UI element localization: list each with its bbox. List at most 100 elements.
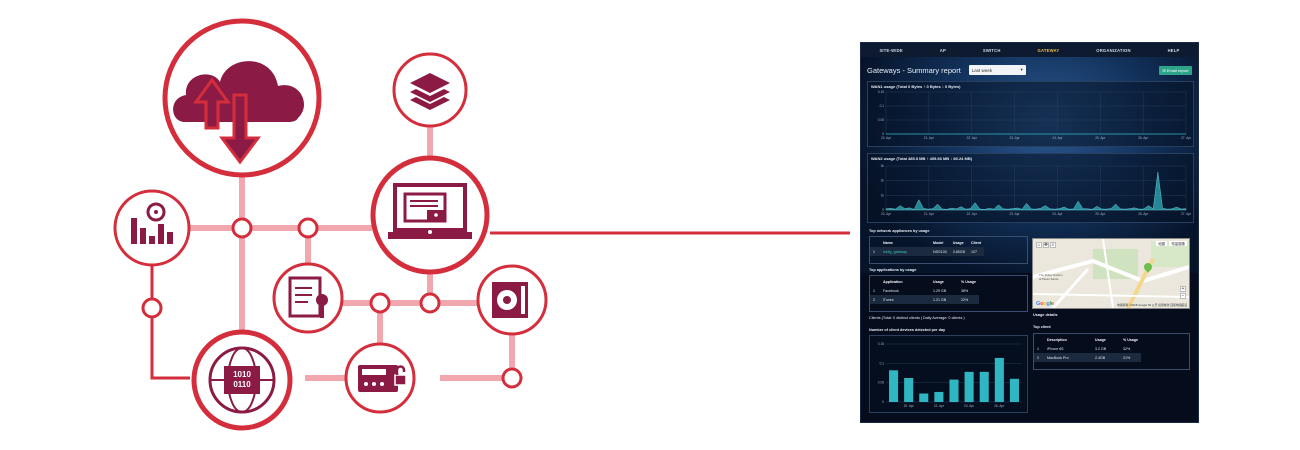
client-count-bar [949, 379, 959, 402]
client-count-bar [964, 371, 974, 402]
y-tick-label: 3k [881, 164, 885, 168]
col-percent: % Usage [961, 279, 976, 284]
nav-organization[interactable]: ORGANIZATION [1096, 47, 1131, 53]
map-type-map[interactable]: 地圖 [1156, 241, 1167, 246]
nav-ap[interactable]: AP [939, 47, 946, 53]
laptop-share-icon [370, 155, 490, 275]
col-usage: Usage [952, 240, 964, 245]
top-nav: SITE-WIDE AP SWITCH GATEWAY ORGANIZATION… [861, 43, 1198, 57]
x-tick-label: 21. Apr [924, 136, 935, 140]
col-description: Description [1047, 337, 1067, 342]
appliance-clients: 107 [967, 247, 984, 256]
map-footer: 地圖資料 ©2018 Google 50 公尺 使用條款 回報地圖錯誤 [1117, 303, 1187, 307]
client-usage: 2.4GB [1092, 353, 1120, 362]
appliance-usage: 3.85GB [949, 247, 968, 256]
client-count-bar [889, 370, 899, 402]
wan2-series-area [885, 171, 1187, 211]
top-client-box [1033, 333, 1190, 370]
x-tick-label: 22. Apr [967, 212, 978, 216]
table-row: 1 lobby_gateway NSG100 3.85GB 107 [870, 247, 984, 256]
globe-binary-icon: 1010 0110 [191, 329, 293, 431]
svg-text:1010: 1010 [233, 370, 251, 379]
top-applications-title: Top applications by usage [869, 268, 917, 272]
radio-lock-icon [344, 342, 416, 414]
row-index: 1 [870, 247, 880, 256]
dashboard-chart-icon [113, 189, 191, 267]
x-tick-label: 25. Apr [1095, 212, 1106, 216]
client-count-bar [979, 371, 989, 402]
row-index: 2 [1034, 353, 1044, 362]
client-usage: 3.2 GB [1095, 346, 1107, 351]
y-tick-label: 0.1 [880, 361, 885, 365]
x-tick-label: 23. Apr [1010, 136, 1021, 140]
client-count-bar [934, 391, 944, 402]
email-report-label: Email report [1166, 68, 1189, 73]
x-tick-label: 26. Apr [1138, 136, 1149, 140]
usage-details-title: Usage details [1033, 313, 1058, 317]
y-tick-label: 0.15 [878, 342, 884, 346]
y-tick-label: 0 [882, 400, 884, 404]
nav-site-wide[interactable]: SITE-WIDE [879, 47, 903, 53]
col-usage: Usage [933, 279, 944, 284]
x-tick-label: 23. Apr [1010, 212, 1021, 216]
zoom-in-icon[interactable]: + [1180, 286, 1186, 292]
col-name: Name [883, 240, 893, 245]
row-index: 1 [873, 288, 875, 293]
map-type-satellite[interactable]: 衛星圖像 [1169, 241, 1187, 246]
appliance-link[interactable]: lobby_gateway [880, 247, 930, 256]
y-tick-label: 0 [882, 208, 884, 212]
svg-text:0110: 0110 [233, 380, 251, 389]
app-percent: 22% [958, 295, 979, 304]
top-appliances-table: Name Model Usage Client 1 lobby_gateway … [870, 238, 984, 256]
x-tick-label: 22. Apr [934, 404, 945, 408]
top-client-title: Top client [1033, 325, 1051, 329]
period-select[interactable]: Last week ▾ [968, 65, 1026, 75]
nav-help[interactable]: HELP [1167, 47, 1180, 53]
clients-summary: Clients (Total: 0 distinct clients | Dai… [869, 316, 965, 320]
client-count-bar [919, 393, 929, 402]
nav-switch[interactable]: SWITCH [982, 47, 1001, 53]
search-icon[interactable]: ⌕ [1050, 242, 1056, 248]
connector-lines-red [150, 231, 850, 380]
y-tick-label: 1k [881, 193, 885, 197]
x-tick-label: 27. Apr [1181, 136, 1192, 140]
top-applications-box [869, 275, 1028, 312]
table-row: 2 MacBook Pro 2.4GB 21% [1034, 353, 1141, 362]
col-model: Model [933, 240, 944, 245]
page-title: Gateways - Summary report [867, 65, 961, 75]
app-usage: 1.29 GB [933, 288, 947, 293]
wan2-title: WAN2 usage (Total 485.5 MB ↑ 405.66 MB ↓… [871, 156, 973, 161]
x-tick-label: 20. Apr [904, 404, 915, 408]
nav-gateway[interactable]: GATEWAY [1037, 47, 1060, 53]
junction-nodes [141, 217, 523, 389]
client-description: MacBook Pro [1044, 353, 1092, 362]
table-row: 2 iTunes 1.21 GB 22% [870, 295, 979, 304]
wan1-title: WAN1 usage (Total 0 Bytes ↑ 0 Bytes ↓ 0 … [871, 84, 961, 89]
move-icon[interactable]: ✥ [1043, 242, 1049, 248]
clients-chart-title: Number of client devices detected per da… [869, 328, 946, 332]
wan2-panel: WAN2 usage (Total 485.5 MB ↑ 405.66 MB ↓… [867, 153, 1194, 223]
app-name: Facebook [883, 288, 899, 293]
wan1-panel: WAN1 usage (Total 0 Bytes ↑ 0 Bytes ↓ 0 … [867, 81, 1194, 147]
client-count-bar [1009, 378, 1019, 402]
x-tick-label: 25. Apr [1095, 136, 1106, 140]
col-usage: Usage [1095, 337, 1106, 342]
app-name: iTunes [880, 295, 930, 304]
email-report-button[interactable]: ✉ Email report [1159, 66, 1192, 75]
home-icon[interactable]: ⌂ [1036, 242, 1042, 248]
x-tick-label: 21. Apr [924, 212, 935, 216]
x-tick-label: 22. Apr [967, 136, 978, 140]
cloud-upload-download-icon [162, 18, 322, 178]
y-tick-label: 0.05 [878, 381, 884, 385]
y-tick-label: 0.15 [878, 90, 884, 94]
location-map[interactable]: ⌂ ✥ ⌕ 地圖 衛星圖像 The Abbey Garden at Mount … [1032, 238, 1190, 309]
email-icon: ✉ [1162, 68, 1166, 73]
top-appliances-box [869, 236, 1028, 264]
zoom-out-icon[interactable]: − [1180, 293, 1186, 299]
x-tick-label: 20. Apr [881, 212, 892, 216]
col-application: Application [883, 279, 903, 284]
row-index: 1 [1037, 346, 1039, 351]
